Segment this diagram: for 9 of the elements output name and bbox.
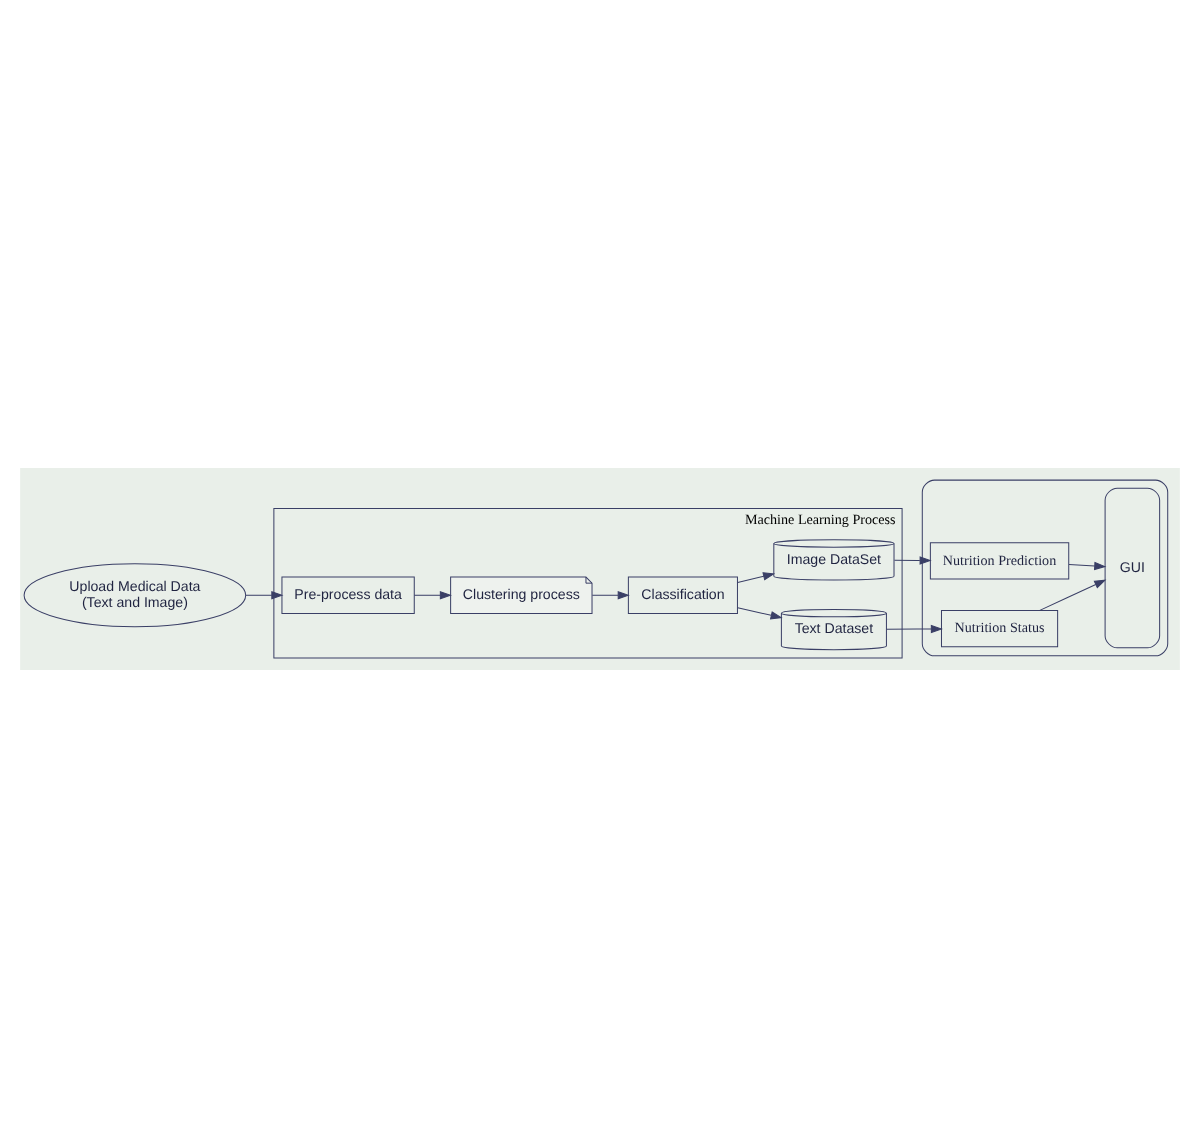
arrow <box>1039 579 1107 611</box>
arrow <box>737 572 776 583</box>
arrow <box>737 607 783 620</box>
arrow <box>893 556 932 565</box>
arrow <box>245 591 284 600</box>
arrow <box>413 591 452 600</box>
arrow <box>1068 561 1107 571</box>
arrow <box>591 591 630 600</box>
arrow <box>886 624 943 634</box>
